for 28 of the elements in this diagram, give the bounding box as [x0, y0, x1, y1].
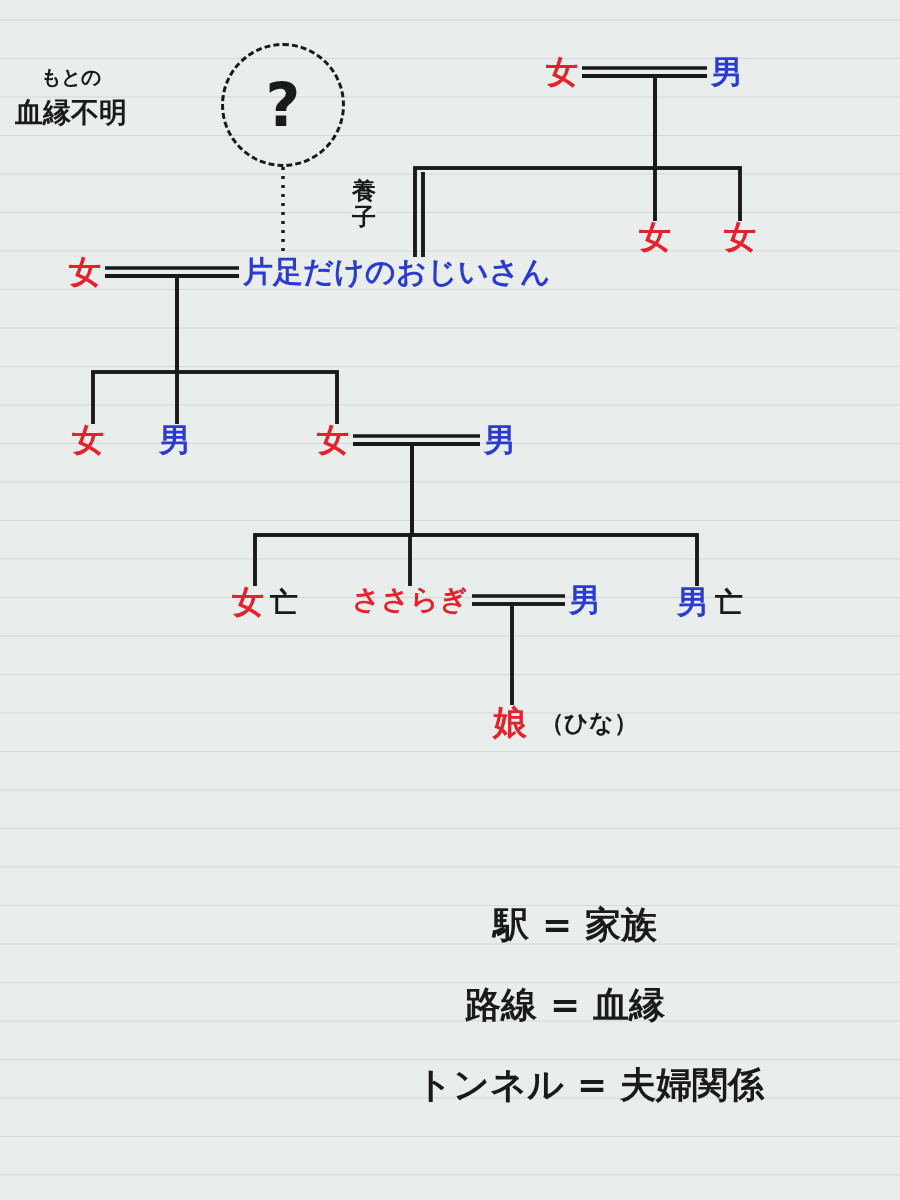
person-label: 男: [709, 56, 744, 88]
note-text: 亡: [270, 588, 298, 619]
lineage-line: [510, 602, 565, 705]
person-label: 娘: [491, 705, 528, 739]
legend-note: トンネル = 夫婦関係: [416, 1067, 764, 1103]
note-text: （ひな）: [540, 710, 638, 737]
lineage-line: [413, 74, 709, 259]
person-label: 片足だけのおじいさん: [242, 257, 552, 287]
note-text: 亡: [715, 588, 743, 619]
legend-note: 路線 = 血縁: [465, 987, 665, 1023]
note-text: 血縁不明: [15, 98, 127, 129]
person-label: ささらぎ: [351, 586, 469, 614]
note-text: もとの: [41, 66, 101, 88]
person-label: 女: [723, 221, 757, 253]
person-label: 男: [567, 584, 602, 616]
person-label: ?: [264, 75, 302, 135]
person-label: 女: [316, 424, 350, 456]
legend-note: 駅 = 家族: [493, 907, 657, 943]
person-label: 女: [71, 424, 105, 456]
person-label: 女: [545, 56, 579, 88]
person-label: 男: [675, 586, 710, 618]
lineage-line: [410, 442, 699, 586]
person-label: 女: [231, 586, 265, 618]
person-label: 女: [68, 256, 102, 288]
person-label: 女: [638, 221, 672, 253]
person-label: 男: [157, 424, 192, 456]
edge-label: 養子: [352, 178, 376, 231]
person-label: 男: [482, 424, 517, 456]
